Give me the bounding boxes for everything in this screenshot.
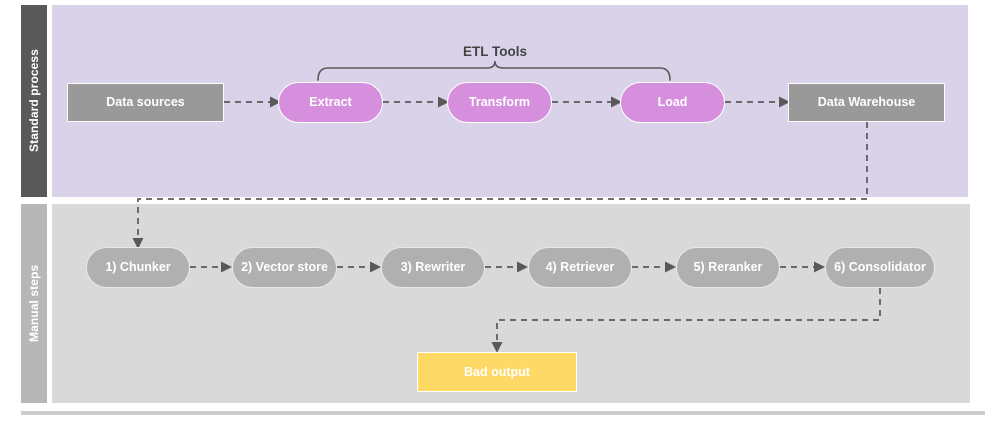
lane-label-standard-process: Standard process [21,5,47,197]
node-transform[interactable]: Transform [447,82,552,123]
bottom-divider [21,411,985,415]
node-extract[interactable]: Extract [278,82,383,123]
node-vector-store[interactable]: 2) Vector store [232,247,337,288]
node-data-sources[interactable]: Data sources [67,83,224,122]
node-chunker[interactable]: 1) Chunker [86,247,190,288]
lane-label-manual-steps: Manual steps [21,204,47,403]
etl-tools-label: ETL Tools [463,44,527,59]
node-data-warehouse[interactable]: Data Warehouse [788,83,945,122]
node-bad-output[interactable]: Bad output [417,352,577,392]
node-consolidator[interactable]: 6) Consolidator [825,247,935,288]
node-load[interactable]: Load [620,82,725,123]
node-retriever[interactable]: 4) Retriever [528,247,632,288]
node-rewriter[interactable]: 3) Rewriter [381,247,485,288]
node-reranker[interactable]: 5) Reranker [676,247,780,288]
